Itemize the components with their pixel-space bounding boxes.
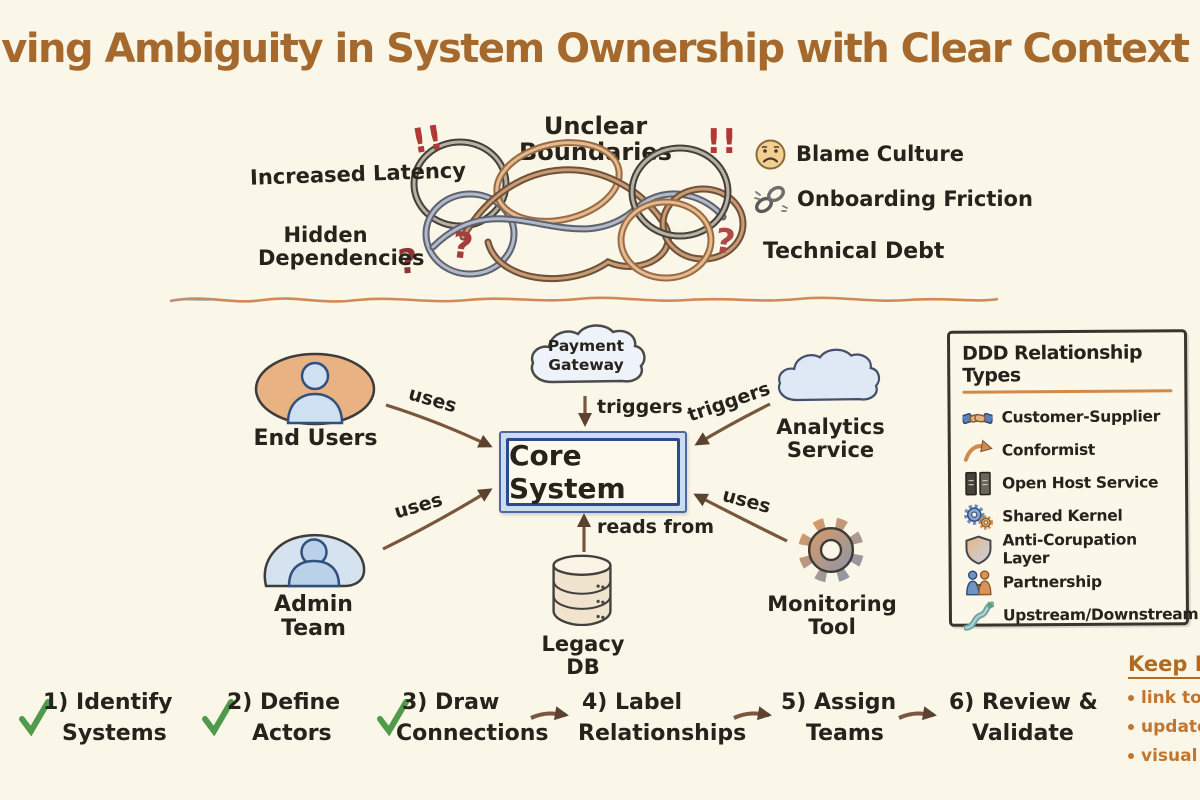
step-4-line2: Relationships xyxy=(578,721,747,746)
step-2-line2: Actors xyxy=(252,721,332,746)
end-users-label: End Users xyxy=(253,426,378,451)
keep-it-title: Keep It xyxy=(1128,652,1200,679)
partnership-people-icon xyxy=(966,569,992,595)
hidden-dependencies-label: Hidden Dependencies xyxy=(258,223,425,270)
legend-item-label: Anti-Corupation Layer xyxy=(1002,530,1137,567)
monitoring-tool-gear xyxy=(798,517,864,583)
step-arrow-icon xyxy=(530,706,569,721)
legend-item-open-host-service: Open Host Service xyxy=(963,465,1175,499)
check-icon xyxy=(19,699,51,736)
legend-underline xyxy=(962,389,1173,394)
broken-chain-icon xyxy=(754,185,788,214)
legend-item-partnership: Partnership xyxy=(964,564,1176,598)
payment-gateway-cloud xyxy=(530,324,646,384)
section-divider xyxy=(169,296,999,303)
check-icon xyxy=(377,699,409,736)
legend-item-label: Partnership xyxy=(1002,572,1102,591)
onboarding-friction-label: Onboarding Friction xyxy=(797,187,1033,211)
keep-it-bullet-text: visual a xyxy=(1141,746,1200,766)
legend-item-label: Conformist xyxy=(1001,440,1096,459)
edge-label-payment-triggers: triggers xyxy=(597,396,683,418)
analytics-service-label: Analytics Service xyxy=(776,415,885,462)
legend-item-anti-corruption-layer: Anti-Corupation Layer xyxy=(963,530,1175,567)
ddd-relationship-types-panel: DDD Relationship Types Customer-Supplier… xyxy=(946,329,1198,631)
legend-item-shared-kernel: Shared Kernel xyxy=(963,498,1175,532)
bullet-dot xyxy=(1128,695,1134,701)
sad-face-icon xyxy=(755,139,786,170)
legacy-db-label: Legacy DB xyxy=(541,632,625,679)
step-arrow-icon xyxy=(733,706,772,721)
legend-item-label: Open Host Service xyxy=(1001,472,1159,492)
keep-it-bullet-text: link to xyxy=(1141,688,1200,708)
step-6-line1: 6) Review & xyxy=(949,690,1098,715)
legend-item-label: Upstream/Downstream xyxy=(1002,604,1199,624)
gears-icon xyxy=(964,503,994,530)
shield-icon xyxy=(965,535,992,565)
monitoring-tool-label: Monitoring Tool xyxy=(767,592,897,639)
step-arrow-icon xyxy=(898,706,937,721)
analytics-service-cloud xyxy=(778,348,881,402)
bullet-dot xyxy=(1128,753,1134,759)
step-6-line2: Validate xyxy=(972,721,1074,746)
legend-item-customer-supplier: Customer-Supplier xyxy=(962,399,1174,433)
river-icon xyxy=(963,601,995,631)
page-title: Resolving Ambiguity in System Ownership … xyxy=(0,26,1200,72)
legend-item-upstream-downstream: Upstream/Downstream xyxy=(963,597,1198,631)
edge-label-legacy-reads-from: reads from xyxy=(597,516,715,538)
step-5-line1: 5) Assign xyxy=(781,690,897,715)
bullet-dot xyxy=(1128,724,1134,730)
core-system-label: Core System xyxy=(509,439,626,505)
check-icon xyxy=(202,699,234,736)
open-doors-icon xyxy=(965,471,991,495)
legend-item-label: Shared Kernel xyxy=(1002,506,1123,525)
step-5-line2: Teams xyxy=(806,721,884,746)
technical-debt-label: Technical Debt xyxy=(763,239,945,264)
blame-culture-label: Blame Culture xyxy=(796,142,964,166)
admin-team-avatar xyxy=(263,533,366,588)
core-system-node: Core System xyxy=(499,431,687,513)
keep-it-bullet: link to xyxy=(1128,688,1200,708)
legacy-db-cylinder xyxy=(552,554,612,626)
step-2-line1: 2) Define xyxy=(227,690,341,715)
keep-it-panel: Keep It link to update visual a xyxy=(1128,652,1200,766)
step-4-line1: 4) Label xyxy=(582,690,683,715)
curved-arrow-icon xyxy=(963,439,993,462)
handshake-icon xyxy=(962,412,993,424)
step-3-line2: Connections xyxy=(396,721,549,746)
step-3-line1: 3) Draw xyxy=(402,690,500,715)
tangled-knot-illustration xyxy=(410,138,747,283)
payment-gateway-label: Payment Gateway xyxy=(547,337,625,375)
legend-title: DDD Relationship Types xyxy=(962,341,1143,387)
keep-it-bullet: visual a xyxy=(1128,746,1200,766)
admin-team-label: Admin Team xyxy=(274,592,353,641)
step-1-line2: Systems xyxy=(62,721,167,746)
keep-it-bullet: update xyxy=(1128,717,1200,737)
end-users-avatar xyxy=(254,352,376,426)
step-1-line1: 1) Identify xyxy=(43,690,173,715)
keep-it-bullet-text: update xyxy=(1141,717,1200,737)
exclamation-marks-right: !! xyxy=(706,122,738,162)
legend-item-label: Customer-Supplier xyxy=(1001,406,1161,426)
legend-item-conformist: Conformist xyxy=(963,432,1175,466)
